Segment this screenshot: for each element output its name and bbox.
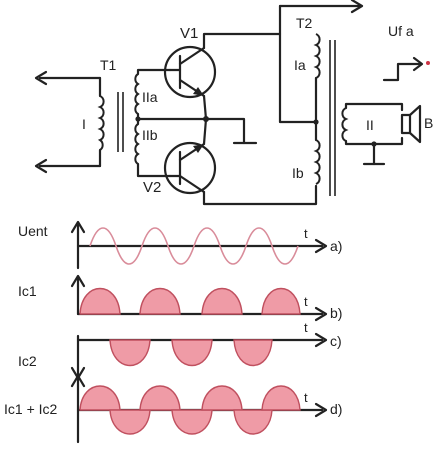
- secondary-winding-upper: [134, 73, 140, 115]
- waveform-a-axis: t: [304, 226, 308, 241]
- sum-pulse-up-3: [201, 385, 243, 411]
- waveform-panel: Uent t a) Ic1 t b) Ic2: [4, 220, 342, 444]
- sum-pulse-up-2: [139, 385, 181, 411]
- transistor-v1: [163, 32, 282, 121]
- output-transformer-core: [329, 40, 336, 196]
- sum-pulse-down-2: [171, 409, 213, 435]
- primary-winding: [97, 95, 105, 151]
- waveform-a: Uent t a): [18, 220, 342, 270]
- output-winding-upper: [313, 33, 321, 79]
- sum-pulse-up-4: [261, 385, 301, 411]
- output-voltage-label: Uf a: [388, 23, 414, 39]
- waveform-b-label: b): [330, 305, 342, 321]
- sum-pulse-down-1: [109, 409, 151, 435]
- secondary-lower-label: IIb: [142, 127, 158, 143]
- ic1-pulse-4: [261, 288, 301, 315]
- transistor-v2: [163, 117, 318, 206]
- speaker-icon: [400, 104, 422, 144]
- ic1-pulse-2: [139, 288, 181, 315]
- waveform-c-label: c): [330, 333, 342, 349]
- waveform-b-axis: t: [304, 294, 308, 309]
- waveform-c-signal: Ic2: [18, 353, 37, 369]
- waveform-b: Ic1 t b): [18, 274, 342, 322]
- ic1-pulse-1: [79, 288, 121, 315]
- primary-winding-label: I: [82, 116, 86, 132]
- circuit-schematic: I T1 IIa IIb: [34, 0, 433, 206]
- output-secondary-winding: [341, 107, 349, 142]
- ic2-pulse-2: [171, 339, 213, 366]
- input-terminals: [34, 70, 102, 174]
- waveform-d: Ic1 + Ic2 t d): [4, 374, 342, 444]
- waveform-b-signal: Ic1: [18, 283, 37, 299]
- sum-pulse-up-1: [79, 385, 121, 411]
- input-transformer-core: [117, 92, 124, 152]
- secondary-upper-label: IIa: [142, 89, 158, 105]
- waveform-a-label: a): [330, 238, 342, 254]
- input-transformer-label: T1: [100, 57, 117, 73]
- output-lower-label: Ib: [292, 165, 304, 181]
- waveform-c-axis: t: [304, 320, 308, 335]
- waveform-c: Ic2 t c): [18, 320, 342, 380]
- waveform-d-label: d): [330, 401, 342, 417]
- secondary-winding-lower: [134, 123, 140, 165]
- speaker-label: B: [424, 115, 433, 131]
- output-transformer-label: T2: [296, 15, 313, 31]
- transistor-v2-label: V2: [143, 179, 161, 196]
- output-voltage-arrow: [382, 62, 422, 82]
- waveform-a-signal: Uent: [18, 223, 48, 239]
- waveform-d-axis: t: [304, 390, 308, 405]
- ic1-pulse-3: [201, 288, 243, 315]
- output-secondary-label: II: [366, 117, 374, 133]
- ic2-pulse-1: [109, 339, 151, 366]
- output-upper-label: Ia: [294, 57, 306, 73]
- waveform-d-signal: Ic1 + Ic2: [4, 401, 58, 417]
- transistor-v1-label: V1: [180, 25, 198, 42]
- output-winding-lower: [313, 139, 321, 185]
- ic2-pulse-3: [233, 339, 273, 366]
- sum-pulse-down-3: [233, 409, 273, 435]
